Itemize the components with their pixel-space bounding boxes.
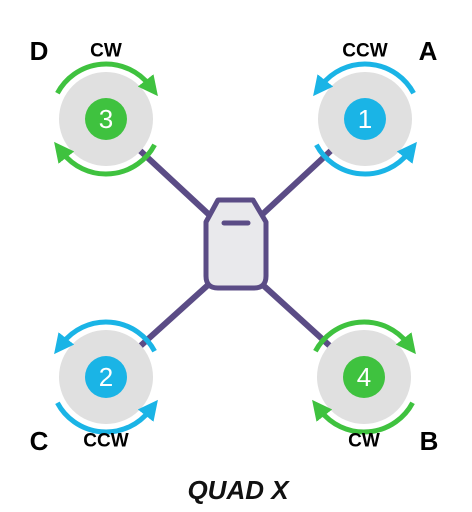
motor-d-direction: CW (90, 40, 122, 62)
rotation-arrow-b-1 (313, 319, 416, 355)
motor-c-label: C (29, 426, 49, 456)
rotation-arrow-d-1 (55, 61, 158, 97)
motor-hub-a (344, 98, 386, 140)
motor-b-direction: CW (348, 430, 380, 452)
rotation-arrow-b-2 (312, 399, 415, 435)
rotation-arrow-a-1 (313, 61, 416, 97)
motor-2-number: 2 (98, 362, 114, 392)
rotation-arrow-c-2 (55, 399, 158, 435)
diagram-title: QUAD X (187, 475, 289, 505)
motor-hub-b (343, 356, 385, 398)
center-frame (203, 197, 269, 291)
motor-b-label: B (419, 426, 439, 456)
rotation-arrow-a-2 (314, 141, 417, 177)
motor-hub-d (85, 98, 127, 140)
rotation-arrow-c-1 (54, 319, 157, 355)
motor-c-direction: CCW (83, 430, 129, 452)
motor-a-label: A (418, 36, 438, 66)
motor-3-number: 3 (98, 104, 114, 134)
motor-4-number: 4 (356, 362, 372, 392)
frame-body (203, 197, 269, 291)
motor-hub-c (85, 356, 127, 398)
motor-1-number: 1 (357, 104, 373, 134)
motor-a-direction: CCW (342, 40, 388, 62)
motor-d-label: D (29, 36, 49, 66)
rotation-arrow-d-2 (54, 141, 157, 177)
